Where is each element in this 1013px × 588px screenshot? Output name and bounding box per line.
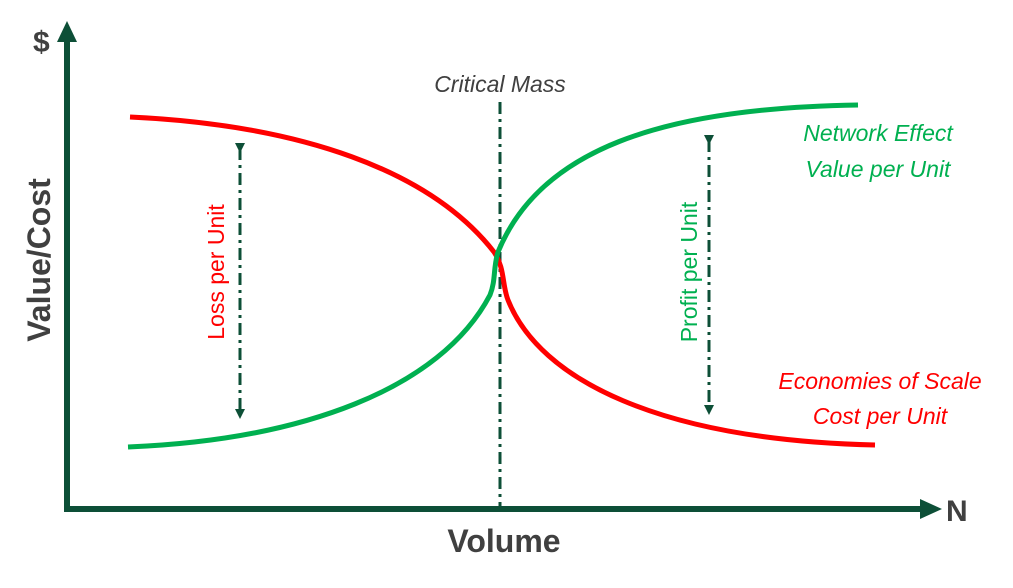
loss-per-unit-label: Loss per Unit — [203, 204, 229, 340]
network-effect-label-line1: Network Effect — [803, 120, 954, 146]
economies-of-scale-curve — [129, 114, 876, 448]
y-axis-arrowhead — [57, 21, 77, 42]
economies-of-scale-label-line2: Cost per Unit — [813, 403, 949, 429]
x-axis-arrowhead — [920, 499, 942, 519]
economies-of-scale-label-line1: Economies of Scale — [778, 368, 981, 394]
network-effect-curve — [127, 102, 859, 450]
x-axis-symbol: N — [946, 495, 968, 528]
profit-per-unit-label: Profit per Unit — [676, 201, 702, 342]
x-axis-label: Volume — [447, 523, 560, 559]
critical-mass-label: Critical Mass — [434, 71, 566, 97]
y-axis-symbol: $ — [33, 26, 50, 59]
y-axis-label: Value/Cost — [21, 178, 57, 342]
network-effect-label-line2: Value per Unit — [806, 156, 953, 182]
